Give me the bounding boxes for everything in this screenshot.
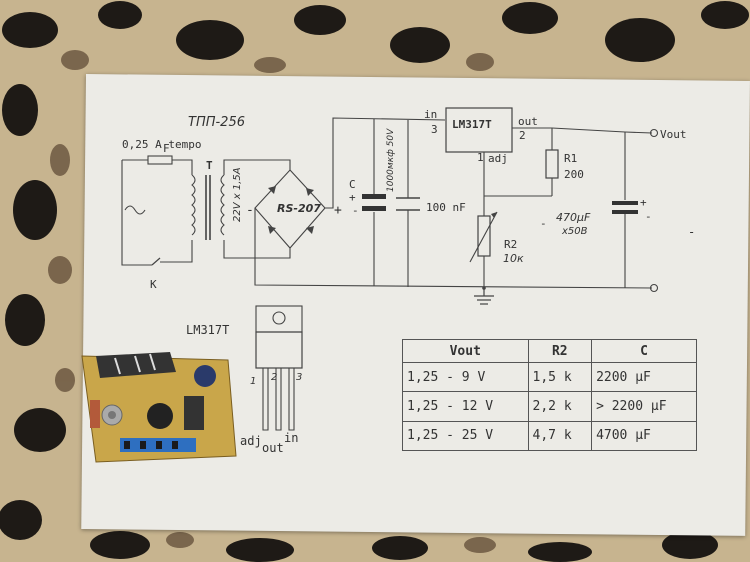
cap-100n-value: 100 nF [426, 201, 466, 214]
regulator-name: LM317T [452, 118, 492, 131]
transformer-label: T [206, 159, 213, 172]
pcb-capacitor-blue [194, 365, 216, 387]
table-cell-vout: 1,25 - 25 V [402, 420, 529, 452]
cap-out-minus-dash: - [540, 217, 547, 230]
regulator-box [445, 107, 513, 153]
adj-wire [483, 152, 552, 288]
pinout-legs [262, 368, 295, 431]
table-header-vout: Vout [402, 339, 529, 363]
pinout-pin-name-in: in [284, 431, 298, 445]
cap-out-plate-bottom [612, 210, 638, 214]
fuse-wire [122, 159, 193, 175]
pin-in-number: 3 [431, 123, 438, 136]
bridge-label: RS-207 [277, 202, 321, 215]
cap-c-minus-sign: - [352, 204, 359, 217]
pinout-pin-name-adj: adj [240, 434, 262, 448]
fuse-label: F [163, 142, 170, 155]
cap-c-plate-top [362, 194, 386, 199]
value-table: Vout R2 C 1,25 - 9 V 1,5 k 2200 µF 1,25 … [402, 339, 697, 452]
cap-c-value: 1000мкф 50V [386, 128, 396, 192]
vout-terminal [649, 128, 659, 138]
fuse-rating: 0,25 A tempo [122, 138, 201, 151]
transformer-secondary-coil [220, 174, 225, 236]
r2-value: 10к [503, 252, 524, 265]
ground-icon [474, 288, 494, 305]
pinout-pin-number-1: 1 [250, 376, 256, 387]
bridge-minus-sign: - [246, 203, 254, 218]
cap-out-plate-top [612, 201, 638, 205]
table-header-row: Vout R2 C [402, 339, 697, 363]
table-row: 1,25 - 25 V 4,7 k 4700 µF [402, 420, 697, 452]
pcb-module-photo [81, 352, 237, 463]
ac-source-icon [124, 205, 146, 215]
pinout-pin-name-out: out [262, 441, 284, 455]
table-cell-r2: 1,5 k [527, 361, 593, 393]
table-row: 1,25 - 9 V 1,5 k 2200 µF [402, 361, 697, 393]
switch-symbol [151, 257, 161, 266]
secondary-wires [223, 159, 291, 259]
bridge-rectifier-symbol [254, 169, 326, 249]
transformer-primary-coil [191, 174, 196, 236]
cap-c-plus-sign: + [349, 191, 356, 204]
cap-c-plate-bottom [362, 206, 386, 211]
pcb-resistor [90, 400, 100, 428]
table-cell-c: 2200 µF [591, 361, 697, 393]
mains-input-wire [121, 160, 193, 266]
switch-label: K [150, 278, 157, 291]
r2-wiper-arrowhead [491, 212, 497, 218]
ground-junction [482, 286, 486, 290]
cap-out-voltage: x50B [561, 226, 588, 237]
pin-out-number: 2 [519, 129, 526, 142]
pcb-diode-bridge [184, 396, 204, 430]
r1-resistor [545, 149, 559, 179]
pinout-title: LM317T [186, 323, 229, 337]
pin-adj-number: 1 [477, 151, 484, 164]
table-header-c: C [591, 339, 697, 363]
pinout-body [255, 331, 303, 369]
cap-c-label: C [349, 178, 356, 191]
r1-value: 200 [564, 168, 584, 181]
table-cell-vout: 1,25 - 12 V [402, 391, 529, 422]
r1-label: R1 [564, 152, 577, 165]
r2-wiper-arrow [469, 211, 498, 263]
table-header-r2: R2 [527, 339, 593, 363]
pinout-pin-number-2: 2 [271, 372, 277, 383]
pinout-pin-number-3: 3 [296, 372, 302, 383]
bridge-plus-sign: + [334, 203, 342, 218]
r2-label: R2 [504, 238, 517, 251]
output-wire [512, 127, 653, 134]
rectifier-output-wires [254, 117, 653, 289]
cap-out-minus-sign: - [645, 210, 652, 223]
table-cell-r2: 4,7 k [527, 420, 593, 452]
margin-dash: - [688, 225, 695, 239]
cap-out-value: 470µF [556, 211, 591, 224]
r2-potentiometer [477, 215, 491, 257]
transformer-model-title: ТПП-256 [188, 115, 245, 130]
pcb-capacitor-large [147, 403, 173, 429]
secondary-voltage-label: 22V x 1,5A [232, 167, 243, 222]
pinout-mounting-hole [272, 311, 286, 325]
fuse-symbol [147, 155, 173, 165]
ground-terminal [649, 283, 659, 293]
table-cell-r2: 2,2 k [527, 391, 593, 422]
vout-label: Vout [660, 128, 687, 141]
table-row: 1,25 - 12 V 2,2 k > 2200 µF [402, 391, 697, 422]
table-cell-c: 4700 µF [591, 420, 697, 452]
cap-out-plus-sign: + [640, 196, 647, 209]
bridge-diodes [268, 186, 314, 234]
pinout-tab [255, 305, 303, 333]
table-cell-c: > 2200 µF [591, 391, 697, 422]
pin-adj-label: adj [488, 152, 508, 165]
pin-out-label: out [518, 115, 538, 128]
pin-in-label: in [424, 108, 437, 121]
table-cell-vout: 1,25 - 9 V [402, 361, 529, 393]
